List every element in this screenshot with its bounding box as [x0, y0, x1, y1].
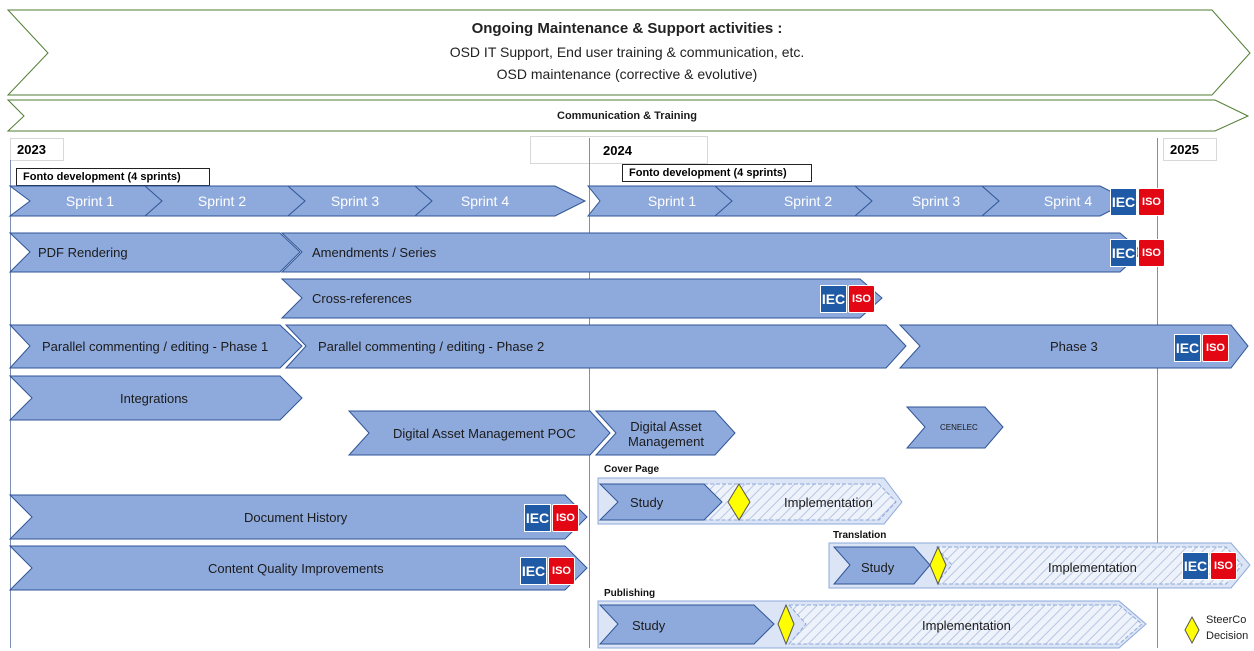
sprint-2024-4: Sprint 4 — [1043, 193, 1093, 209]
translation-container-shape — [828, 542, 1251, 589]
publishing-container-shape — [597, 600, 1147, 649]
dam-shape — [594, 410, 736, 456]
iec-logo-icon: IEC — [1174, 334, 1201, 362]
sprint-2023-1: Sprint 1 — [65, 193, 115, 209]
cover-implementation-label: Implementation — [784, 494, 873, 510]
banner-title: Ongoing Maintenance & Support activities… — [471, 20, 783, 37]
integrations-shape — [8, 375, 303, 421]
translation-study-label: Study — [861, 559, 895, 575]
parallel-phase2-label: Parallel commenting / editing - Phase 2 — [318, 338, 545, 354]
phase3-shape — [898, 324, 1249, 369]
cover-page-container-shape — [597, 477, 903, 525]
legend-line-1: SteerCo — [1206, 614, 1247, 626]
cenelec-label: CENELEC — [940, 422, 978, 432]
integrations-label: Integrations — [120, 390, 188, 406]
dam-poc-label: Digital Asset Management POC — [393, 425, 576, 441]
doc-history-label: Document History — [244, 509, 348, 525]
sprint-2024-2: Sprint 2 — [783, 193, 833, 209]
content-quality-label: Content Quality Improvements — [208, 560, 384, 576]
content-quality-shape — [8, 545, 588, 591]
badge-sprints: IEC ISO — [1110, 188, 1166, 216]
legend-line-2: Decision — [1206, 630, 1249, 642]
sprint-2024-1: Sprint 1 — [647, 193, 697, 209]
year-line-2025 — [1157, 138, 1158, 648]
iso-logo-icon: ISO — [848, 285, 875, 313]
section-cover-page: Cover Page — [604, 464, 660, 475]
badge-doc-history: IEC ISO — [524, 504, 580, 532]
badge-amendments: IEC ISO — [1110, 239, 1166, 267]
iso-logo-icon: ISO — [1138, 188, 1165, 216]
iec-logo-icon: IEC — [1110, 239, 1137, 267]
iso-logo-icon: ISO — [1210, 552, 1237, 580]
banner-line-2: OSD IT Support, End user training & comm… — [449, 44, 805, 60]
communication-bar-shape — [6, 99, 1250, 132]
dam-poc-shape — [347, 410, 611, 456]
year-line-2023 — [10, 160, 11, 648]
sprints-2024-shape — [586, 185, 1132, 217]
sprint-2023-4: Sprint 4 — [460, 193, 510, 209]
iec-logo-icon: IEC — [520, 557, 547, 585]
parallel-phase1-label: Parallel commenting / editing - Phase 1 — [42, 338, 269, 354]
section-translation: Translation — [833, 530, 887, 541]
year-2024-box — [530, 136, 708, 164]
year-2024: 2024 — [603, 143, 632, 158]
section-publishing: Publishing — [604, 588, 656, 599]
cover-study-label: Study — [630, 494, 664, 510]
doc-history-shape — [8, 494, 588, 540]
translation-implementation-label: Implementation — [1048, 559, 1137, 575]
iso-logo-icon: ISO — [552, 504, 579, 532]
cross-references-label: Cross-references — [312, 290, 412, 306]
iso-logo-icon: ISO — [1202, 334, 1229, 362]
cross-references-shape — [280, 278, 883, 319]
publishing-study-label: Study — [632, 617, 666, 633]
pdf-rendering-label: PDF Rendering — [38, 244, 128, 260]
amendments-label: Amendments / Series — [312, 244, 437, 260]
banner-line-3: OSD maintenance (corrective & evolutive) — [496, 66, 758, 82]
cenelec-shape — [905, 406, 1004, 449]
iec-logo-icon: IEC — [1110, 188, 1137, 216]
iec-logo-icon: IEC — [1182, 552, 1209, 580]
iso-logo-icon: ISO — [548, 557, 575, 585]
sprint-2023-3: Sprint 3 — [330, 193, 380, 209]
iso-logo-icon: ISO — [1138, 239, 1165, 267]
badge-content-quality: IEC ISO — [520, 557, 576, 585]
fonto-label-2024: Fonto development (4 sprints) — [622, 164, 812, 182]
parallel-phase1-shape — [8, 324, 303, 369]
sprint-2024-3: Sprint 3 — [911, 193, 961, 209]
badge-translation: IEC ISO — [1182, 552, 1238, 580]
badge-phase3: IEC ISO — [1174, 334, 1230, 362]
steerco-diamond-icon — [1184, 615, 1200, 645]
phase3-label: Phase 3 — [1050, 338, 1098, 354]
sprint-2023-2: Sprint 2 — [197, 193, 247, 209]
dam-label: Digital Asset Management — [628, 419, 704, 449]
parallel-phase2-shape — [284, 324, 907, 369]
amendments-shape — [280, 232, 1143, 273]
iec-logo-icon: IEC — [820, 285, 847, 313]
badge-crossref: IEC ISO — [820, 285, 876, 313]
year-line-2024 — [589, 138, 590, 648]
pdf-rendering-shape — [8, 232, 301, 273]
year-2023: 2023 — [10, 138, 64, 161]
publishing-implementation-label: Implementation — [922, 617, 1011, 633]
iec-logo-icon: IEC — [524, 504, 551, 532]
maintenance-banner-shape — [6, 9, 1251, 96]
year-2025: 2025 — [1163, 138, 1217, 161]
communication-bar-label: Communication & Training — [557, 110, 697, 122]
sprints-2023-shape — [8, 185, 587, 217]
